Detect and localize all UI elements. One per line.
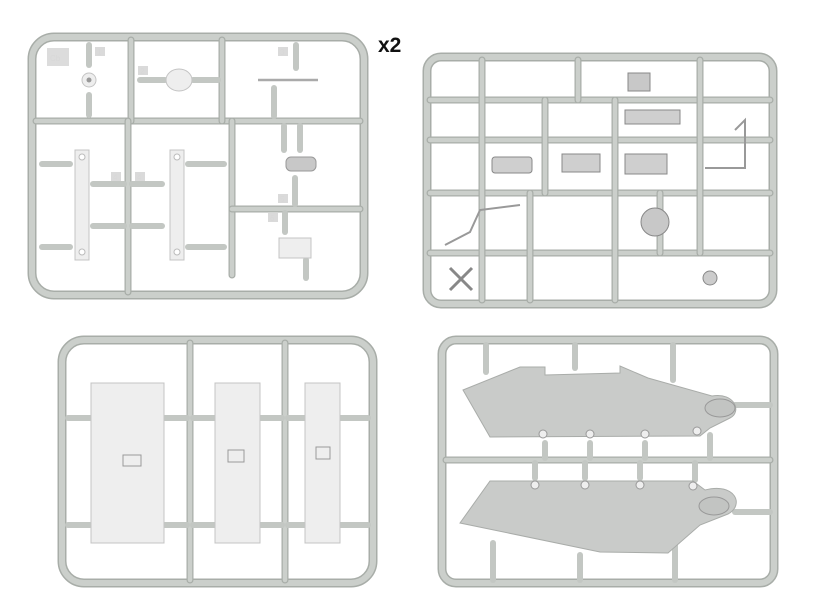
svg-text:6: 6 [270,214,275,223]
quantity-label: x2 [378,34,402,57]
sprue-b [422,52,778,309]
part-2-disc [165,68,193,92]
sprue-code: Cb [50,54,61,63]
sprue-a: Cb 1 2 3 4 4 5 6 [27,32,369,300]
svg-text:3: 3 [280,48,285,57]
gates [39,42,309,281]
svg-text:5: 5 [280,195,285,204]
sprue-d [437,335,779,588]
plate-right [304,382,341,544]
part-4-strip-left [74,149,90,261]
sprue-a-runners [32,36,364,296]
hull-side-lower [459,480,737,554]
sprue-b-runners [426,56,774,304]
svg-text:4: 4 [137,173,142,182]
plate-middle [214,382,261,544]
sprue-c-runners [65,339,371,584]
svg-text:2: 2 [140,67,145,76]
part-6-box [278,237,312,259]
plate-large [90,382,165,544]
part-5-cylinder [285,156,317,172]
svg-text:4: 4 [113,173,118,182]
part-4-strip-right [169,149,185,261]
sprue-d-gates [483,342,773,583]
part-number-tags: 1 2 3 4 4 5 6 [95,47,288,223]
svg-text:1: 1 [97,48,102,57]
sprue-b-parts [444,72,746,292]
sprue-c [57,335,378,588]
sprue-code-tab [47,48,69,66]
hull-side-upper [462,365,737,438]
